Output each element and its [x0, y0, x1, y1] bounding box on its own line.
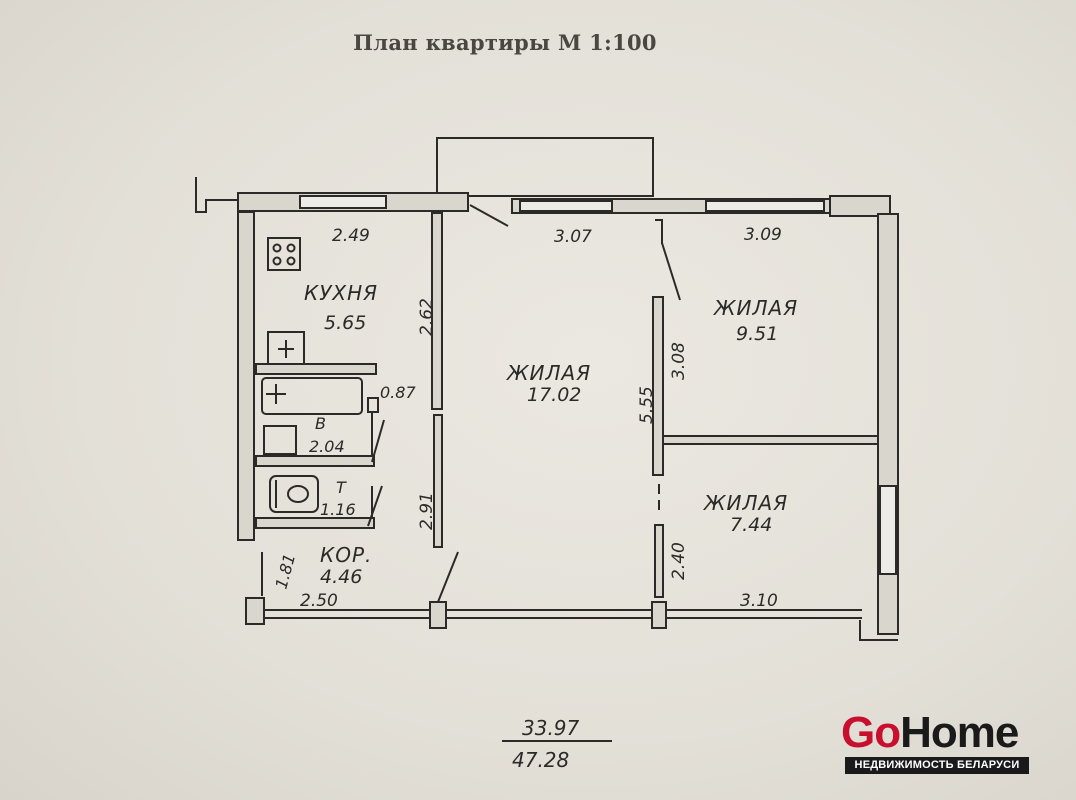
total-overall-area: 47.28	[512, 748, 569, 772]
logo-go: Go	[841, 708, 901, 757]
dim-ne-depth: 3.08	[669, 342, 689, 380]
corridor-name: КОР.	[320, 543, 372, 567]
wall-bottom-column-1	[429, 601, 447, 629]
dim-se-depth: 2.40	[669, 542, 689, 580]
gohome-logo: GoHome НЕДВИЖИМОСТЬ БЕЛАРУСИ	[841, 710, 1031, 774]
dim-kitchen-width: 2.49	[332, 226, 370, 246]
wall-bath-top	[255, 363, 377, 375]
dim-main-width: 3.07	[554, 227, 592, 247]
wall-bottom-corner	[245, 597, 265, 625]
window-kitchen	[299, 195, 387, 209]
dim-corridor-depth: 2.91	[417, 492, 437, 530]
dim-se-width: 3.10	[740, 591, 778, 611]
kitchen-name: КУХНЯ	[304, 281, 378, 305]
logo-wordmark: GoHome	[841, 708, 1019, 757]
dim-corridor-width: 2.50	[300, 591, 338, 611]
living-ne-name: ЖИЛАЯ	[712, 296, 798, 320]
toilet-bowl	[287, 485, 309, 503]
wall-se-corner	[859, 620, 898, 641]
wall-entry-stub	[195, 177, 238, 213]
door-toilet	[367, 485, 383, 527]
wall-bath-bottom	[255, 455, 375, 467]
stove-burner-1	[272, 243, 282, 253]
partition-main-se	[654, 524, 664, 598]
window-main-room	[519, 200, 613, 212]
wall-bottom-column-2	[651, 601, 667, 629]
plan-title: План квартиры М 1:100	[353, 30, 657, 55]
wall-left	[237, 211, 255, 541]
bath-name: В	[315, 414, 326, 433]
wall-toilet-bottom	[255, 517, 375, 529]
toilet-name: Т	[336, 478, 347, 497]
door-balcony	[469, 204, 509, 227]
dim-main-depth: 5.55	[637, 386, 657, 424]
door-bath	[371, 419, 385, 463]
living-main-area: 17.02	[527, 384, 581, 406]
balcony	[436, 137, 654, 197]
door-ne-room	[661, 242, 681, 301]
stove-burner-4	[286, 256, 296, 266]
dim-ne-width: 3.09	[744, 225, 782, 245]
bathtub-icon	[261, 377, 363, 415]
dim-bath-width: 0.87	[380, 383, 416, 402]
stove-burner-2	[286, 243, 296, 253]
window-se-room	[879, 485, 897, 575]
partition-main-right	[652, 296, 664, 476]
kitchen-area: 5.65	[324, 312, 366, 334]
living-main-name: ЖИЛАЯ	[505, 361, 591, 385]
door-frame-ne	[655, 219, 663, 244]
bath-door-post	[367, 397, 379, 413]
logo-home: Home	[900, 708, 1019, 757]
living-ne-area: 9.51	[736, 323, 778, 345]
partition-corridor-main	[433, 414, 443, 548]
window-ne-room	[705, 200, 825, 212]
total-living-area: 33.97	[522, 716, 580, 740]
stove-burner-3	[272, 256, 282, 266]
dim-kitchen-depth: 2.62	[417, 298, 437, 336]
corridor-area: 4.46	[320, 566, 362, 588]
living-se-area: 7.44	[730, 514, 772, 536]
bath-area: 2.04	[309, 437, 345, 456]
living-se-name: ЖИЛАЯ	[702, 491, 788, 515]
wall-corner-ne	[829, 195, 891, 217]
logo-tagline: НЕДВИЖИМОСТЬ БЕЛАРУСИ	[845, 757, 1029, 774]
toilet-icon	[269, 475, 319, 513]
washbasin-icon	[263, 425, 297, 455]
stove-icon	[267, 237, 301, 271]
door-corridor-main	[437, 551, 459, 603]
toilet-area: 1.16	[320, 500, 356, 519]
dim-corridor-width-left: 1.81	[272, 552, 300, 591]
partition-ne-se	[662, 435, 879, 445]
partition-kitchen-main	[431, 212, 443, 410]
